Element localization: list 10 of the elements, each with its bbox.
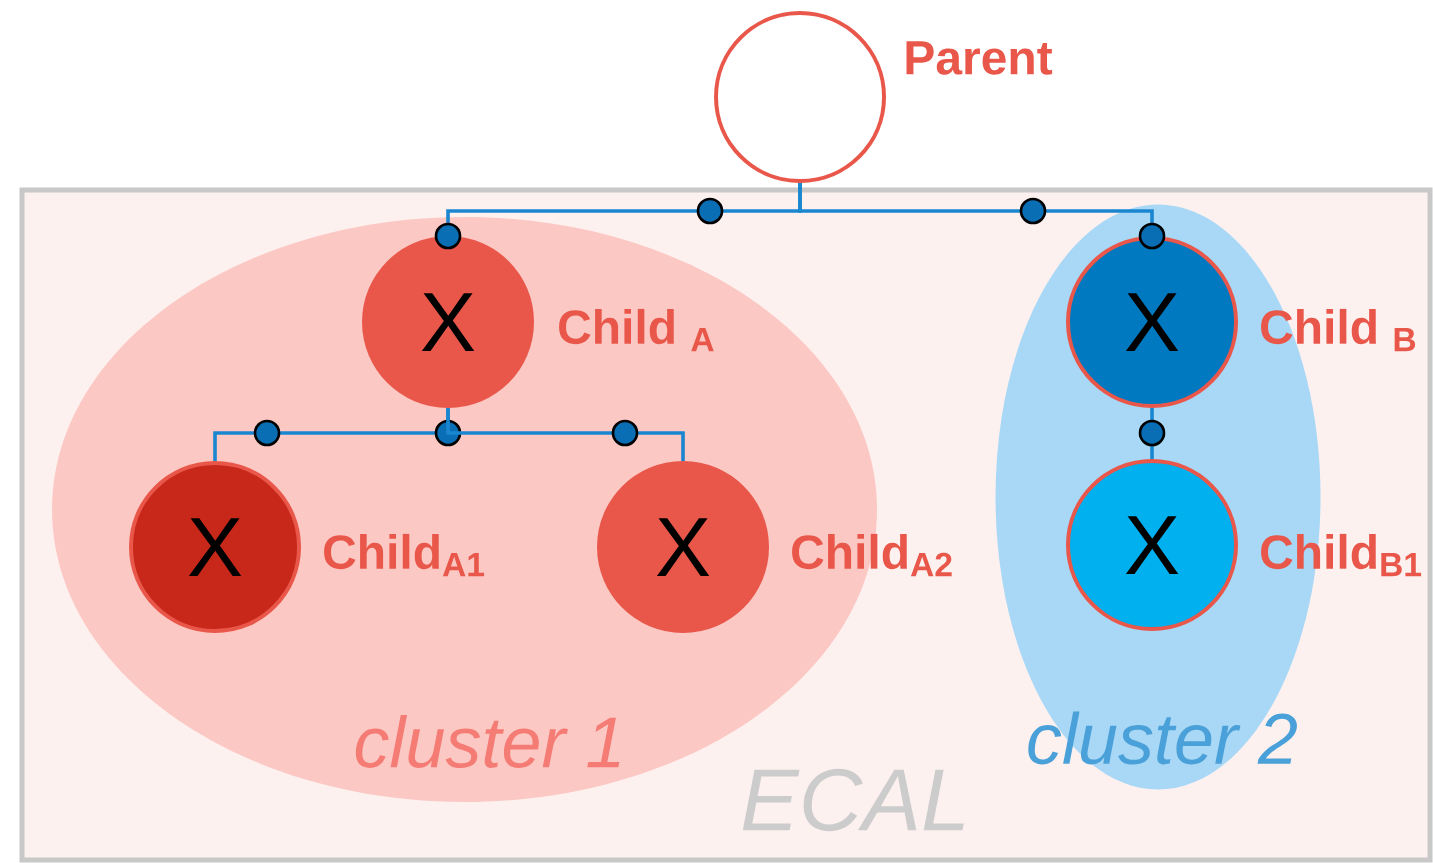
node-label: Child $_{B}$ xyxy=(1261,308,1416,352)
node-label: Child $_{A}$ xyxy=(559,308,714,352)
node-label: Child$_{B1}$ xyxy=(1261,533,1422,577)
connector-line xyxy=(1138,408,1166,459)
node-label: Child$_{A1}$ xyxy=(324,533,485,577)
tree-node-circle xyxy=(714,11,886,183)
node-label: Child$_{A2}$ xyxy=(792,533,952,577)
connector-line xyxy=(798,183,1166,250)
node-label: Parent xyxy=(906,41,1053,75)
connector-line xyxy=(446,408,685,461)
